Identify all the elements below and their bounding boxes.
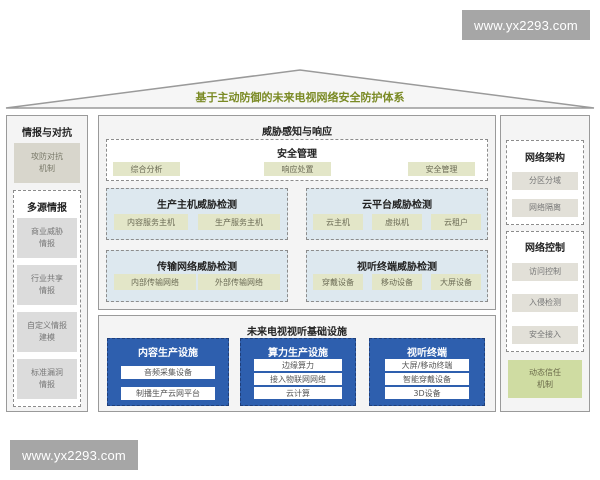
architecture-item: 分区分域 (512, 172, 578, 190)
detection-item: 大屏设备 (431, 274, 481, 290)
network-detection-heading: 传输网络威胁检测 (157, 262, 237, 273)
architecture-item: 网络隔离 (512, 199, 578, 217)
infra-item: 智能穿戴设备 (385, 373, 469, 385)
detection-item: 虚拟机 (372, 214, 422, 230)
security-management-heading: 安全管理 (277, 149, 317, 160)
network-control-heading: 网络控制 (525, 243, 565, 254)
terminal-detection-heading: 视听终端威胁检测 (357, 262, 437, 273)
infra-item: 接入物联网网络 (254, 373, 342, 385)
infra-item: 音频采集设备 (121, 366, 215, 379)
network-architecture-heading: 网络架构 (525, 153, 565, 164)
compute-production-heading: 算力生产设施 (268, 348, 328, 359)
roof-shape (5, 69, 595, 109)
detection-item: 外部传输网络 (198, 274, 280, 290)
detection-item: 移动设备 (372, 274, 422, 290)
intel-item: 自定义情报 建模 (17, 312, 77, 352)
infra-item: 云计算 (254, 387, 342, 399)
mgmt-item: 综合分析 (113, 162, 180, 176)
detection-item: 穿戴设备 (313, 274, 363, 290)
control-item: 入侵检测 (512, 294, 578, 312)
intel-heading: 情报与对抗 (22, 128, 72, 139)
infra-item: 边缘算力 (254, 359, 342, 371)
control-item: 安全接入 (512, 326, 578, 344)
detection-item: 云租户 (431, 214, 481, 230)
infra-item: 3D设备 (385, 387, 469, 399)
watermark-bottom: www.yx2293.com (10, 440, 138, 470)
dynamic-trust-mechanism: 动态信任 机制 (508, 360, 582, 398)
infrastructure-heading: 未来电视视听基础设施 (247, 327, 347, 338)
threat-perception-heading: 威胁感知与响应 (262, 127, 332, 138)
content-production-heading: 内容生产设施 (138, 348, 198, 359)
mgmt-item: 安全管理 (408, 162, 475, 176)
diagram-title: 基于主动防御的未来电视网络安全防护体系 (195, 91, 405, 104)
detection-item: 生产服务主机 (198, 214, 280, 230)
detection-item: 内部传输网络 (114, 274, 196, 290)
host-detection-heading: 生产主机威胁检测 (157, 200, 237, 211)
intel-item: 行业共享 情报 (17, 265, 77, 305)
mgmt-item: 响应处置 (264, 162, 331, 176)
attack-defense-mechanism: 攻防对抗 机制 (14, 143, 80, 183)
intel-item: 标准漏洞 情报 (17, 359, 77, 399)
intel-item: 商业威胁 情报 (17, 218, 77, 258)
infra-item: 制播生产云网平台 (121, 387, 215, 400)
infra-item: 大屏/移动终端 (385, 359, 469, 371)
watermark-top: www.yx2293.com (462, 10, 590, 40)
detection-item: 云主机 (313, 214, 363, 230)
cloud-detection-heading: 云平台威胁检测 (362, 200, 432, 211)
av-terminal-heading: 视听终端 (407, 348, 447, 359)
control-item: 访问控制 (512, 263, 578, 281)
detection-item: 内容服务主机 (114, 214, 188, 230)
multi-source-heading: 多源情报 (27, 203, 67, 214)
